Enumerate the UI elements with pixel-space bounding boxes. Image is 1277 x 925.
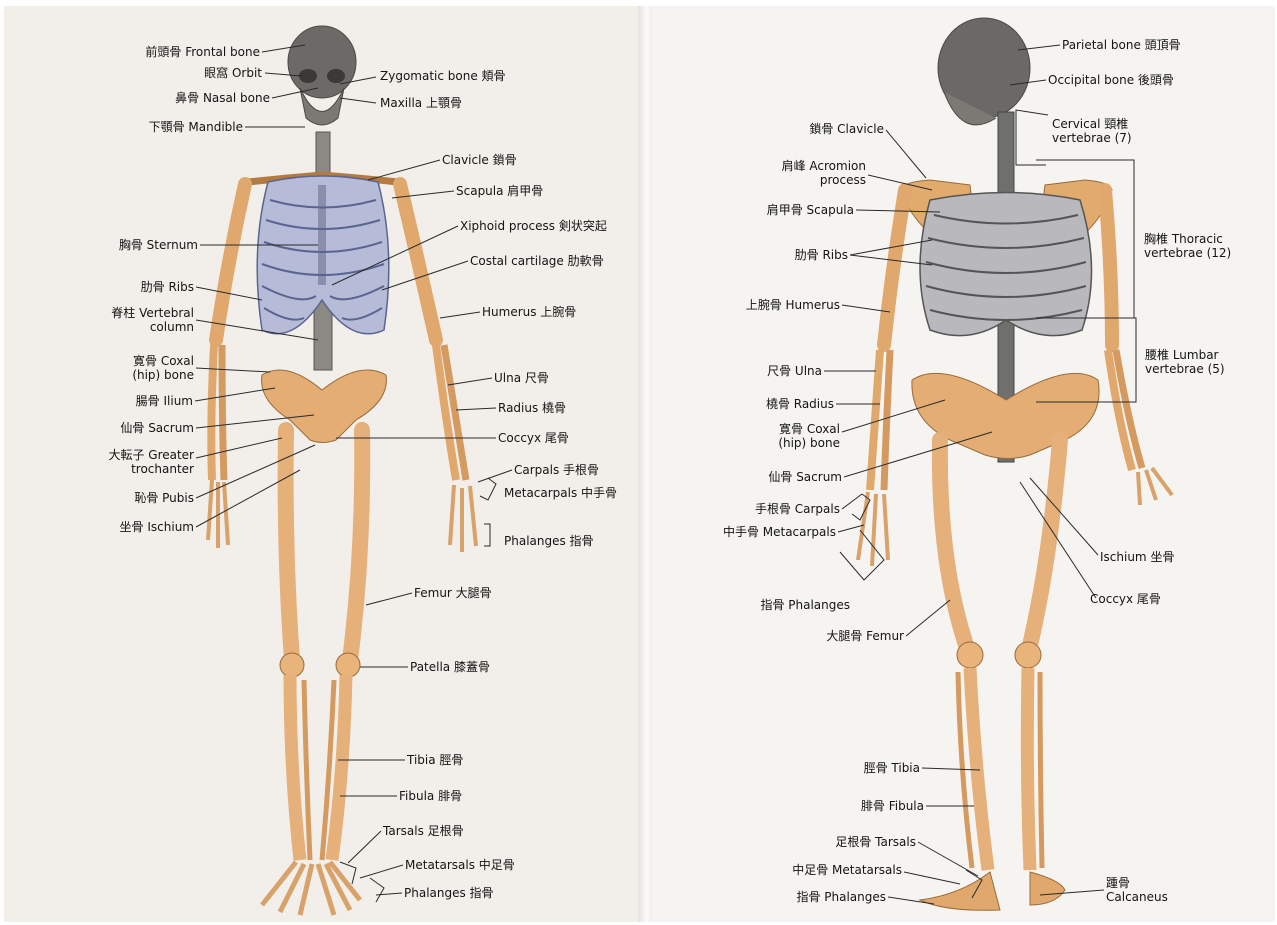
label-maxilla: Maxilla 上顎骨: [380, 96, 462, 110]
label-femur: Femur 大腿骨: [414, 586, 492, 600]
label-ulna-posterior: 尺骨 Ulna: [740, 364, 822, 378]
label-ribs: 肋骨 Ribs: [100, 280, 194, 294]
label-tibia: Tibia 脛骨: [407, 753, 463, 767]
label-metacarpals: Metacarpals 中手骨: [504, 486, 617, 500]
label-phalanges-foot: Phalanges 指骨: [404, 886, 494, 900]
label-carpals: Carpals 手根骨: [514, 463, 599, 477]
label-humerus: Humerus 上腕骨: [482, 305, 576, 319]
label-scapula: Scapula 肩甲骨: [456, 184, 543, 198]
label-costal-cartilage: Costal cartilage 肋軟骨: [470, 254, 604, 268]
label-greater-trochanter: 大転子 Greater trochanter: [84, 448, 194, 476]
label-fibula: Fibula 腓骨: [399, 789, 462, 803]
label-occipital-bone: Occipital bone 後頭骨: [1048, 73, 1174, 87]
label-phalanges-foot-posterior: 指骨 Phalanges: [760, 890, 886, 904]
label-clavicle: Clavicle 鎖骨: [442, 153, 517, 167]
label-radius: Radius 橈骨: [498, 401, 566, 415]
label-ulna: Ulna 尺骨: [494, 371, 549, 385]
label-ischium: 坐骨 Ischium: [90, 520, 194, 534]
label-tarsals: Tarsals 足根骨: [383, 824, 464, 838]
label-scapula-posterior: 肩甲骨 Scapula: [730, 203, 854, 217]
label-orbit: 眼窩 Orbit: [150, 66, 262, 80]
label-sternum: 胸骨 Sternum: [90, 238, 198, 252]
label-humerus-posterior: 上腕骨 Humerus: [720, 298, 840, 312]
label-phalanges-hand: Phalanges 指骨: [504, 534, 594, 548]
label-zygomatic-bone: Zygomatic bone 頬骨: [380, 69, 506, 83]
label-clavicle-posterior: 鎖骨 Clavicle: [770, 122, 884, 136]
label-calcaneus: 踵骨 Calcaneus: [1106, 876, 1176, 904]
label-coxal-hip-bone: 寛骨 Coxal (hip) bone: [110, 354, 194, 382]
label-radius-posterior: 橈骨 Radius: [740, 397, 834, 411]
label-phalanges-hand-posterior: 指骨 Phalanges: [730, 598, 850, 612]
label-ilium: 腸骨 Ilium: [110, 394, 193, 408]
label-parietal-bone: Parietal bone 頭頂骨: [1062, 38, 1181, 52]
label-frontal-bone: 前頭骨 Frontal bone: [120, 45, 260, 59]
label-coccyx: Coccyx 尾骨: [498, 431, 569, 445]
label-thoracic-vertebrae: 胸椎 Thoracic vertebrae (12): [1144, 232, 1240, 260]
label-lumbar-vertebrae: 腰椎 Lumbar vertebrae (5): [1145, 348, 1237, 376]
label-pubis: 恥骨 Pubis: [100, 491, 194, 505]
label-metacarpals-posterior: 中手骨 Metacarpals: [700, 525, 836, 539]
label-acromion-process: 肩峰 Acromion process: [760, 159, 866, 187]
label-metatarsals-posterior: 中足骨 Metatarsals: [760, 863, 902, 877]
label-sacrum: 仙骨 Sacrum: [90, 421, 194, 435]
label-ischium-posterior: Ischium 坐骨: [1100, 550, 1174, 564]
label-patella: Patella 膝蓋骨: [410, 660, 490, 674]
label-coxal-hip-bone-posterior: 寛骨 Coxal (hip) bone: [760, 422, 840, 450]
label-mandible: 下顎骨 Mandible: [110, 120, 243, 134]
label-sacrum-posterior: 仙骨 Sacrum: [730, 470, 842, 484]
label-coccyx-posterior: Coccyx 尾骨: [1090, 592, 1161, 606]
label-tibia-posterior: 脛骨 Tibia: [820, 761, 920, 775]
label-tarsals-posterior: 足根骨 Tarsals: [790, 835, 916, 849]
label-fibula-posterior: 腓骨 Fibula: [820, 799, 924, 813]
label-xiphoid-process: Xiphoid process 剣状突起: [460, 219, 607, 233]
label-nasal-bone: 鼻骨 Nasal bone: [140, 91, 270, 105]
label-cervical-vertebrae: Cervical 頸椎 vertebrae (7): [1052, 117, 1162, 145]
label-metatarsals: Metatarsals 中足骨: [405, 858, 515, 872]
label-ribs-posterior: 肋骨 Ribs: [760, 248, 848, 262]
label-vertebral-column: 脊柱 Vertebral column: [92, 306, 194, 334]
label-carpals-posterior: 手根骨 Carpals: [720, 502, 840, 516]
label-femur-posterior: 大腿骨 Femur: [790, 629, 904, 643]
